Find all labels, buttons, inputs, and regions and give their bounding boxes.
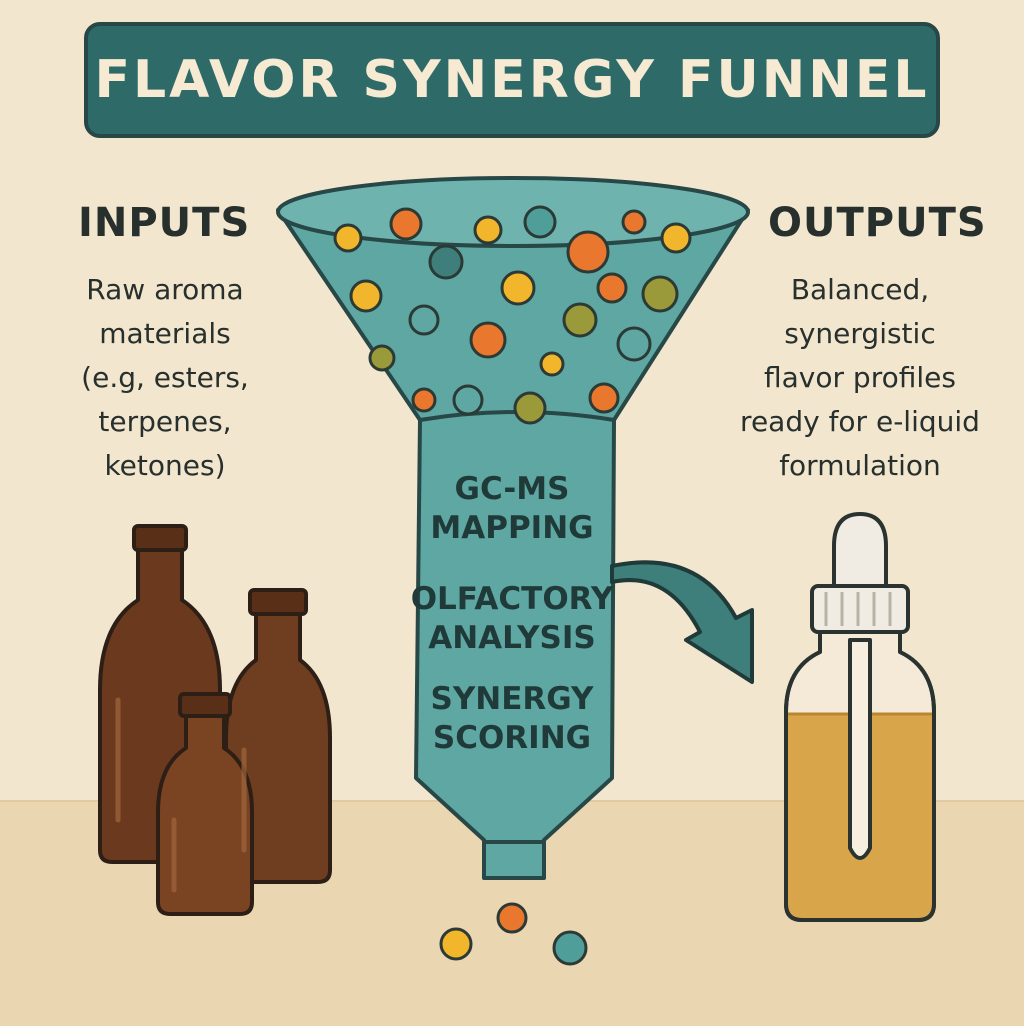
funnel-stage-olfactory-analysis: OLFACTORY ANALYSIS [402, 580, 622, 658]
stage-label-line: MAPPING [430, 510, 594, 546]
aroma-molecule-icon [641, 275, 679, 313]
inputs-description-line: Raw aroma [86, 273, 244, 306]
funnel-stage-gc-ms-mapping: GC-MS MAPPING [402, 470, 622, 548]
arrow-icon [610, 560, 754, 684]
inputs-description-line: materials [99, 317, 231, 350]
stage-label-line: GC-MS [454, 471, 570, 507]
aroma-molecules [333, 205, 692, 425]
aroma-molecule-icon [596, 272, 628, 304]
inputs-description: Raw aroma materials (e.g, esters, terpen… [40, 268, 290, 488]
outputs-heading: OUTPUTS [768, 200, 987, 246]
dropper-bottle-icon [784, 512, 936, 922]
aroma-molecule-icon [523, 205, 557, 239]
inputs-description-line: ketones) [104, 449, 226, 482]
outputs-description-line: ready for e-liquid [740, 405, 980, 438]
aroma-molecule-icon [562, 302, 598, 338]
stage-label-line: SYNERGY [430, 681, 594, 717]
aroma-molecule-icon [408, 304, 440, 336]
aroma-molecule-icon [513, 391, 547, 425]
page-title: FLAVOR SYNERGY FUNNEL [94, 50, 930, 110]
stage-label-line: ANALYSIS [428, 620, 596, 656]
aroma-molecule-icon [349, 279, 383, 313]
aroma-molecule-icon [428, 244, 464, 280]
outputs-description: Balanced, synergistic flavor profiles re… [720, 268, 1000, 488]
aroma-molecule-icon [539, 351, 565, 377]
aroma-molecule-icon [473, 215, 503, 245]
aroma-molecule-icon [368, 344, 396, 372]
aroma-molecule-icon [552, 930, 588, 966]
stage-label-line: OLFACTORY [410, 581, 614, 617]
funnel-stage-synergy-scoring: SYNERGY SCORING [402, 680, 622, 758]
output-molecules [439, 902, 588, 966]
aroma-molecule-icon [500, 270, 536, 306]
aroma-molecule-icon [452, 384, 484, 416]
aroma-molecule-icon [389, 207, 423, 241]
aroma-molecule-icon [588, 382, 620, 414]
aroma-molecule-icon [660, 222, 692, 254]
inputs-heading: INPUTS [78, 200, 251, 246]
outputs-description-line: synergistic [784, 317, 936, 350]
aroma-molecule-icon [621, 209, 647, 235]
aroma-molecule-icon [616, 326, 652, 362]
inputs-description-line: (e.g, esters, [81, 361, 249, 394]
inputs-description-line: terpenes, [98, 405, 232, 438]
amber-bottle-icon [98, 524, 332, 916]
outputs-description-line: Balanced, [790, 273, 930, 306]
bottle-highlights [115, 697, 247, 893]
outputs-description-line: flavor profiles [764, 361, 956, 394]
aroma-molecule-icon [469, 321, 507, 359]
aroma-molecule-icon [439, 927, 473, 961]
stage-label-line: SCORING [432, 720, 592, 756]
aroma-molecule-icon [566, 230, 610, 274]
outputs-description-line: formulation [779, 449, 941, 482]
aroma-molecule-icon [496, 902, 528, 934]
title-banner: FLAVOR SYNERGY FUNNEL [84, 22, 940, 138]
aroma-molecule-icon [411, 387, 437, 413]
aroma-molecule-icon [333, 223, 363, 253]
